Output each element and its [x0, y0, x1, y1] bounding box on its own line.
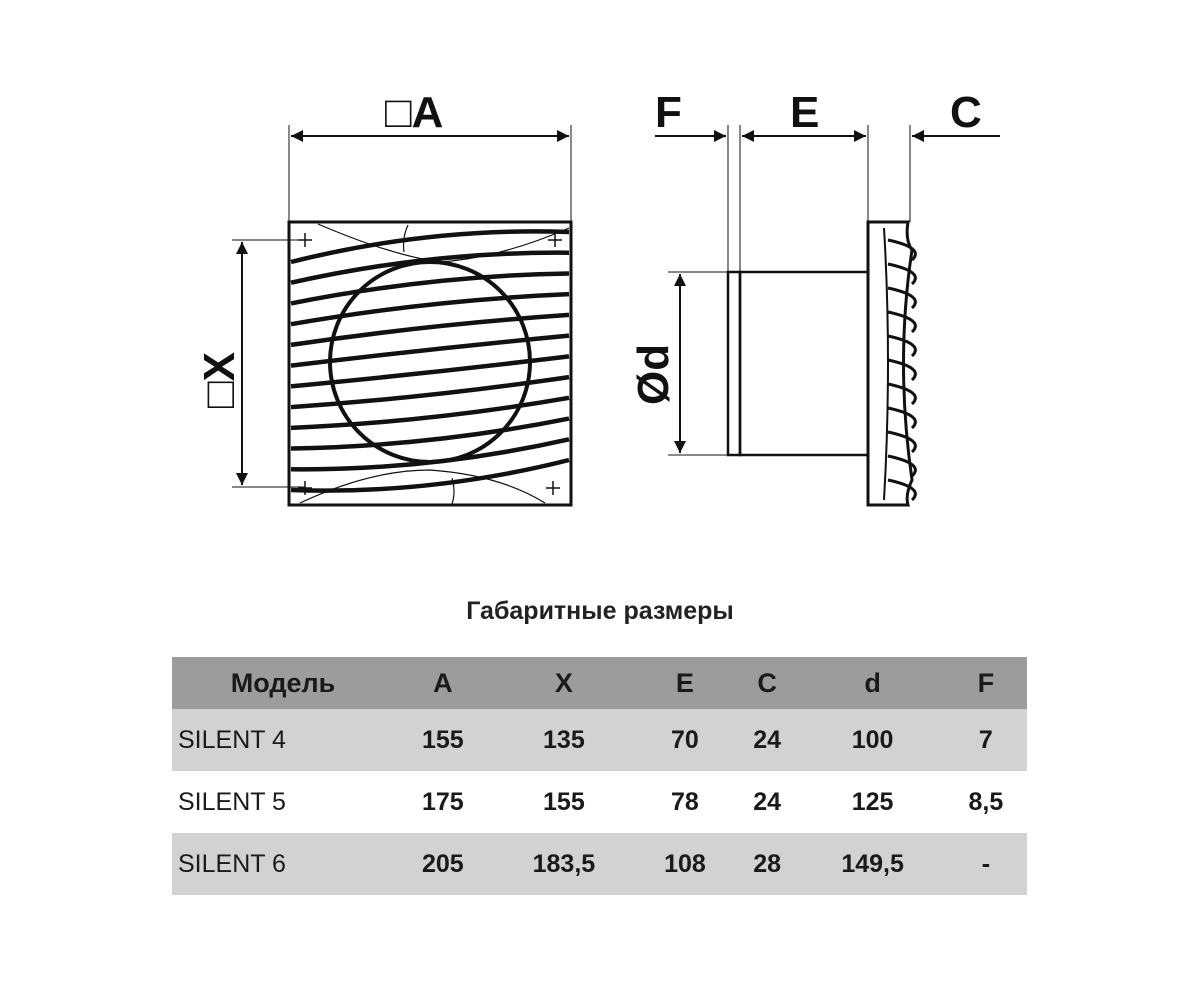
side-louver [887, 334, 917, 358]
duct-flange [726, 270, 742, 457]
value-cell: - [944, 833, 1027, 895]
header-x: X [491, 657, 637, 709]
label-c: C [950, 88, 982, 137]
value-cell: 125 [800, 771, 945, 833]
louver-line [290, 250, 570, 285]
side-louver [887, 238, 917, 262]
value-cell: 108 [636, 833, 734, 895]
louver-line [290, 333, 570, 368]
fan-dimension-drawing: □A □X F E C Ød [195, 88, 1000, 507]
side-louver [887, 310, 917, 334]
side-louver [887, 478, 917, 502]
label-a: □A [385, 88, 443, 137]
value-cell: 70 [636, 709, 734, 771]
louver-line [290, 374, 570, 410]
front-view [232, 125, 573, 507]
value-cell: 8,5 [944, 771, 1027, 833]
label-e: E [790, 88, 819, 137]
header-a: A [394, 657, 492, 709]
louver-line [290, 291, 570, 327]
side-louver [887, 262, 917, 286]
header-e: E [636, 657, 734, 709]
value-cell: 78 [636, 771, 734, 833]
value-cell: 175 [394, 771, 492, 833]
model-cell: SILENT 4 [172, 709, 394, 771]
value-cell: 155 [394, 709, 492, 771]
side-louver [887, 406, 917, 430]
side-louver [887, 382, 917, 406]
value-cell: 28 [733, 833, 801, 895]
label-d: Ød [629, 344, 678, 405]
louver-line [290, 395, 570, 431]
value-cell: 183,5 [491, 833, 637, 895]
duct-pipe [738, 270, 870, 457]
louver-line [290, 229, 570, 265]
label-f: F [655, 88, 682, 137]
value-cell: 155 [491, 771, 637, 833]
louver-line [290, 312, 570, 348]
table-header-row: Модель A X E C d F [172, 657, 1027, 709]
label-x: □X [195, 352, 244, 408]
side-view [655, 125, 1000, 507]
table-title: Габаритные размеры [466, 597, 734, 625]
side-louver [887, 430, 917, 454]
fan-circle [328, 260, 532, 464]
louver-line [290, 437, 570, 472]
value-cell: 24 [733, 771, 801, 833]
side-louver [887, 286, 917, 310]
model-cell: SILENT 5 [172, 771, 394, 833]
value-cell: 24 [733, 709, 801, 771]
side-louver [887, 454, 917, 478]
louver-line [290, 457, 570, 493]
louver-line [290, 354, 570, 389]
header-f: F [944, 657, 1027, 709]
header-d: d [800, 657, 945, 709]
louver-line [290, 271, 570, 306]
louver-line [290, 416, 570, 451]
header-c: C [733, 657, 801, 709]
front-panel [866, 220, 914, 507]
side-louver [887, 358, 917, 382]
value-cell: 7 [944, 709, 1027, 771]
value-cell: 135 [491, 709, 637, 771]
value-cell: 205 [394, 833, 492, 895]
value-cell: 149,5 [800, 833, 945, 895]
header-model: Модель [172, 657, 394, 709]
model-cell: SILENT 6 [172, 833, 394, 895]
grille-outline [287, 220, 573, 507]
value-cell: 100 [800, 709, 945, 771]
